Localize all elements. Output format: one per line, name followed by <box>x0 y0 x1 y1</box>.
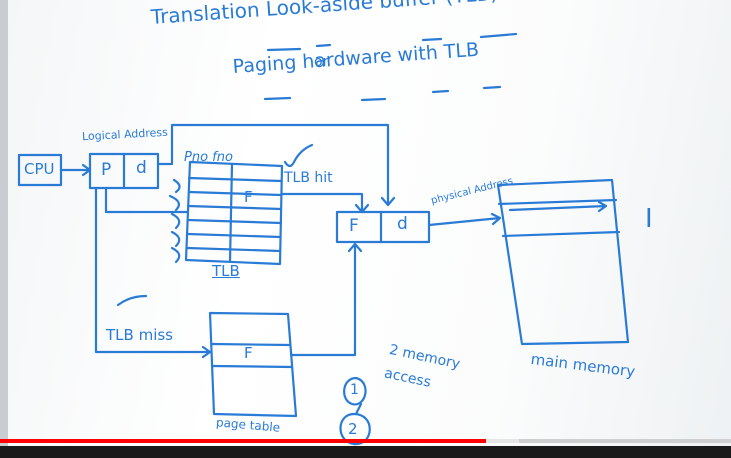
tlb-table <box>184 160 284 266</box>
physical-frame-label: F <box>349 216 359 236</box>
physical-address-box <box>335 210 431 244</box>
check-mark <box>283 143 314 168</box>
circle-1 <box>343 376 367 406</box>
underline-with <box>431 89 450 94</box>
video-progress-buffered <box>486 439 519 443</box>
tlb-hit-label: TLB hit <box>284 170 333 186</box>
underline-look <box>266 47 302 52</box>
cpu-label: CPU <box>24 160 55 178</box>
underline-tlb <box>479 32 518 39</box>
page-table-frame-label: F <box>244 344 253 362</box>
main-memory-box <box>496 178 630 346</box>
physical-offset-label: d <box>397 214 408 234</box>
circle-2 <box>339 412 371 446</box>
underline-paging <box>263 96 292 101</box>
tlb-miss-route <box>94 186 212 359</box>
offset-route <box>156 123 396 207</box>
underline-tlb2 <box>482 85 502 90</box>
video-progress-bar[interactable] <box>0 439 731 443</box>
tlb-frame-label: F <box>244 188 253 206</box>
tlb-miss-label: TLB miss <box>106 326 173 344</box>
offset-label: d <box>136 158 147 178</box>
memory-marker-label: I <box>645 204 653 234</box>
circle-2-label: 2 <box>348 420 358 438</box>
tlb-header-label: Pno fno <box>184 150 233 165</box>
underline-buffer <box>421 37 443 42</box>
video-controls-bar <box>0 446 731 458</box>
whiteboard-frame <box>0 0 8 458</box>
tlb-hit-arrow <box>280 192 370 214</box>
underline-hardware <box>360 97 387 102</box>
tlb-label: TLB <box>212 262 240 280</box>
circle-1-label: 1 <box>350 382 359 398</box>
physical-to-memory-arrow <box>427 212 502 227</box>
video-progress-played <box>0 439 487 443</box>
underline-aside <box>315 43 332 48</box>
cpu-to-logical-arrow <box>59 163 92 177</box>
or-text: or <box>314 54 329 70</box>
p-to-tlb-route <box>104 186 190 214</box>
page-table-box <box>208 311 298 418</box>
page-number-label: P <box>101 160 112 180</box>
page-table-to-physical-route <box>289 242 363 357</box>
